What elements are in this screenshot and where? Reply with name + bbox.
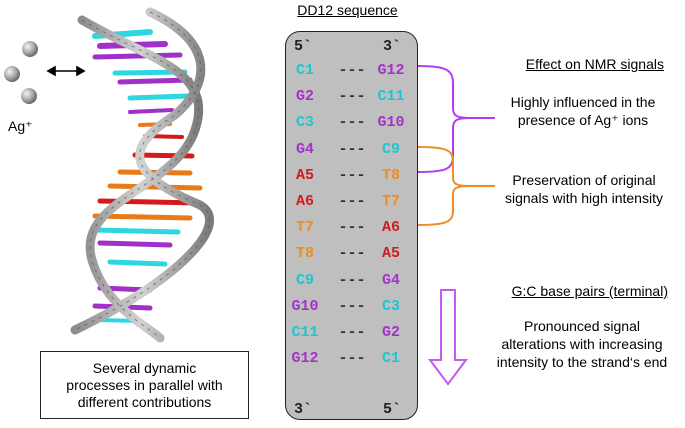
strand-end-3-bottom: 3` xyxy=(294,401,313,418)
base-right: G12 xyxy=(377,62,405,79)
sequence-panel xyxy=(285,31,418,420)
orange-curly-bracket xyxy=(417,146,471,226)
pair-bond: --- xyxy=(338,193,366,210)
pair-bond: --- xyxy=(338,114,366,132)
silver-ion-icon xyxy=(4,66,20,82)
base-right: A6 xyxy=(381,219,400,237)
downward-arrow-icon xyxy=(428,289,468,386)
base-left: T8 xyxy=(295,245,314,263)
base-left: C9 xyxy=(295,271,314,289)
silver-ion-icon xyxy=(22,41,38,57)
base-right: G10 xyxy=(377,114,405,132)
influenced-line: Highly influenced in the xyxy=(510,94,656,110)
base-left: C3 xyxy=(295,114,314,132)
pair-bond: --- xyxy=(338,297,366,315)
gc-base-pairs-heading: G:C base pairs (terminal) xyxy=(511,283,668,299)
base-left: G10 xyxy=(291,297,319,315)
silver-ion-label: Ag⁺ xyxy=(8,118,33,134)
base-left: A5 xyxy=(295,166,314,184)
pair-bond: --- xyxy=(338,88,366,106)
gc-line: alterations with increasing xyxy=(501,336,663,352)
pair-bond: --- xyxy=(338,62,366,79)
dynamic-processes-caption: Several dynamic processes in parallel wi… xyxy=(40,351,249,419)
pair-bond: --- xyxy=(338,166,366,184)
pair-bond: --- xyxy=(338,324,366,341)
caption-line: Several dynamic xyxy=(92,360,197,376)
double-arrow-icon xyxy=(46,65,86,77)
influenced-description: Highly influenced in the presence of Ag⁺… xyxy=(488,93,678,129)
gc-line: Pronounced signal xyxy=(524,318,640,334)
base-left: G4 xyxy=(295,140,314,158)
gc-description: Pronounced signal alterations with incre… xyxy=(482,317,682,371)
strand-end-3-top: 3` xyxy=(383,38,402,55)
sequence-title: DD12 sequence xyxy=(297,2,398,18)
base-left: G12 xyxy=(291,350,319,368)
base-right: G2 xyxy=(381,324,400,341)
caption-line: processes in parallel with xyxy=(66,377,223,393)
preservation-description: Preservation of original signals with hi… xyxy=(484,171,684,207)
base-left: C1 xyxy=(295,62,314,79)
silver-ion-icon xyxy=(21,88,37,104)
backbone-strand xyxy=(77,15,204,343)
base-pair-sticks xyxy=(92,29,203,323)
pair-bond: --- xyxy=(338,271,366,289)
strand-end-5-bottom: 5` xyxy=(383,401,402,418)
base-right: C3 xyxy=(381,297,400,315)
base-left: T7 xyxy=(295,219,314,237)
base-right: T8 xyxy=(381,166,400,184)
nmr-effect-heading: Effect on NMR signals xyxy=(525,56,664,72)
base-right: A5 xyxy=(381,245,400,263)
pair-bond: --- xyxy=(338,350,366,368)
base-right: G4 xyxy=(381,271,400,289)
base-left: C11 xyxy=(291,324,319,341)
base-right: C9 xyxy=(381,140,400,158)
gc-line: intensity to the strand‘s end xyxy=(496,354,668,370)
pair-bond: --- xyxy=(338,245,366,263)
strand-end-5-top: 5` xyxy=(294,38,313,55)
base-right: T7 xyxy=(381,193,400,210)
base-right: C11 xyxy=(377,88,405,106)
base-left: G2 xyxy=(295,88,314,106)
caption-line: different contributions xyxy=(77,394,212,410)
pair-bond: --- xyxy=(338,140,366,158)
base-left: A6 xyxy=(295,193,314,210)
preservation-line: signals with high intensity xyxy=(505,190,663,206)
purple-curly-bracket xyxy=(417,65,471,173)
pair-bond: --- xyxy=(338,219,366,237)
base-right: C1 xyxy=(381,350,400,368)
preservation-line: Preservation of original xyxy=(512,172,656,188)
influenced-line: presence of Ag⁺ ions xyxy=(517,112,649,128)
dna-double-helix-illustration xyxy=(4,7,215,343)
